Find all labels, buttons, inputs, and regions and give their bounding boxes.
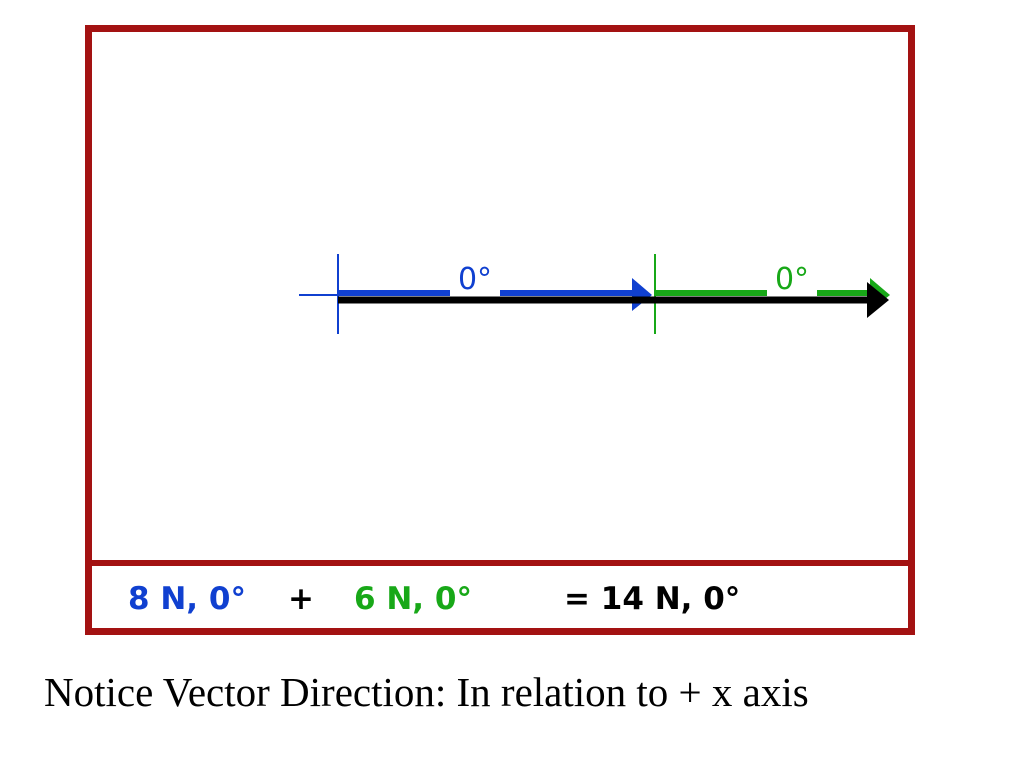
angle-label-b: 0° xyxy=(775,262,809,297)
caption: Notice Vector Direction: In relation to … xyxy=(44,669,809,715)
angle-label-a: 0° xyxy=(458,262,492,297)
diagram-frame: 0° 0° 8 N, 0° + 6 N, 0° = 14 N, 0° xyxy=(85,25,915,635)
vector-diagram: 0° 0° xyxy=(299,254,890,334)
equation-plus: + xyxy=(288,581,314,617)
equation-term-b: 6 N, 0° xyxy=(354,581,472,617)
equation-result: = 14 N, 0° xyxy=(564,581,741,617)
equation-term-a: 8 N, 0° xyxy=(128,581,246,617)
divider xyxy=(92,560,908,566)
resultant-arrowhead xyxy=(867,282,889,318)
vector-a-arrowhead xyxy=(632,278,652,311)
equation-row: 8 N, 0° + 6 N, 0° = 14 N, 0° xyxy=(92,566,908,628)
